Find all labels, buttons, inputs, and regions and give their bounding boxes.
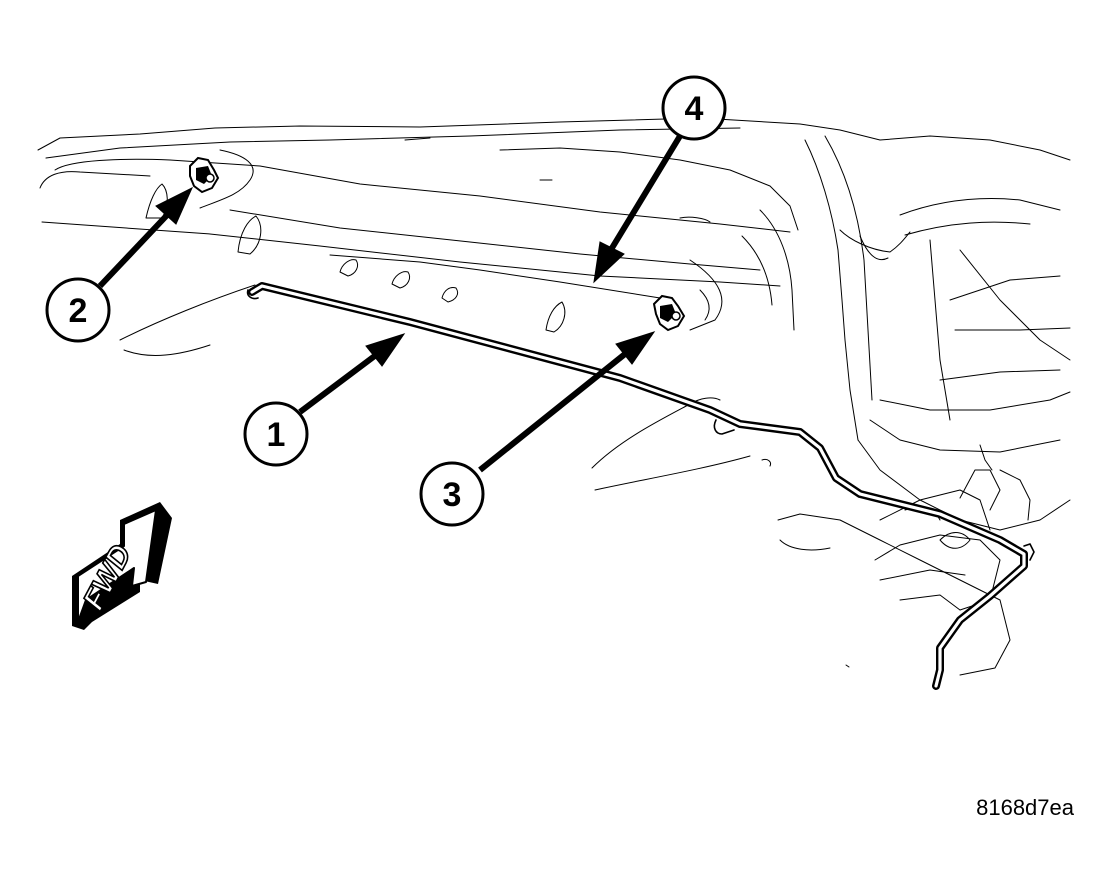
- callout-2-label: 2: [69, 292, 88, 330]
- callout-2: 2: [45, 277, 111, 343]
- forward-direction-arrow: FWD: [72, 502, 172, 630]
- callout-1: 1: [243, 401, 309, 467]
- figure-id: 8168d7ea: [976, 795, 1074, 820]
- callout-1-label: 1: [267, 416, 286, 454]
- fuel-line-clip-right: [652, 294, 686, 332]
- callout-4: 4: [661, 75, 727, 141]
- fuel-line: [246, 282, 1035, 690]
- callout-4-label: 4: [685, 90, 704, 128]
- callout-3: 3: [419, 461, 485, 527]
- callout-3-label: 3: [443, 476, 462, 514]
- underbody-floor-pan: [37, 117, 1071, 676]
- leader-arrows: [97, 134, 683, 473]
- fuel-line-clip-left: [189, 156, 220, 194]
